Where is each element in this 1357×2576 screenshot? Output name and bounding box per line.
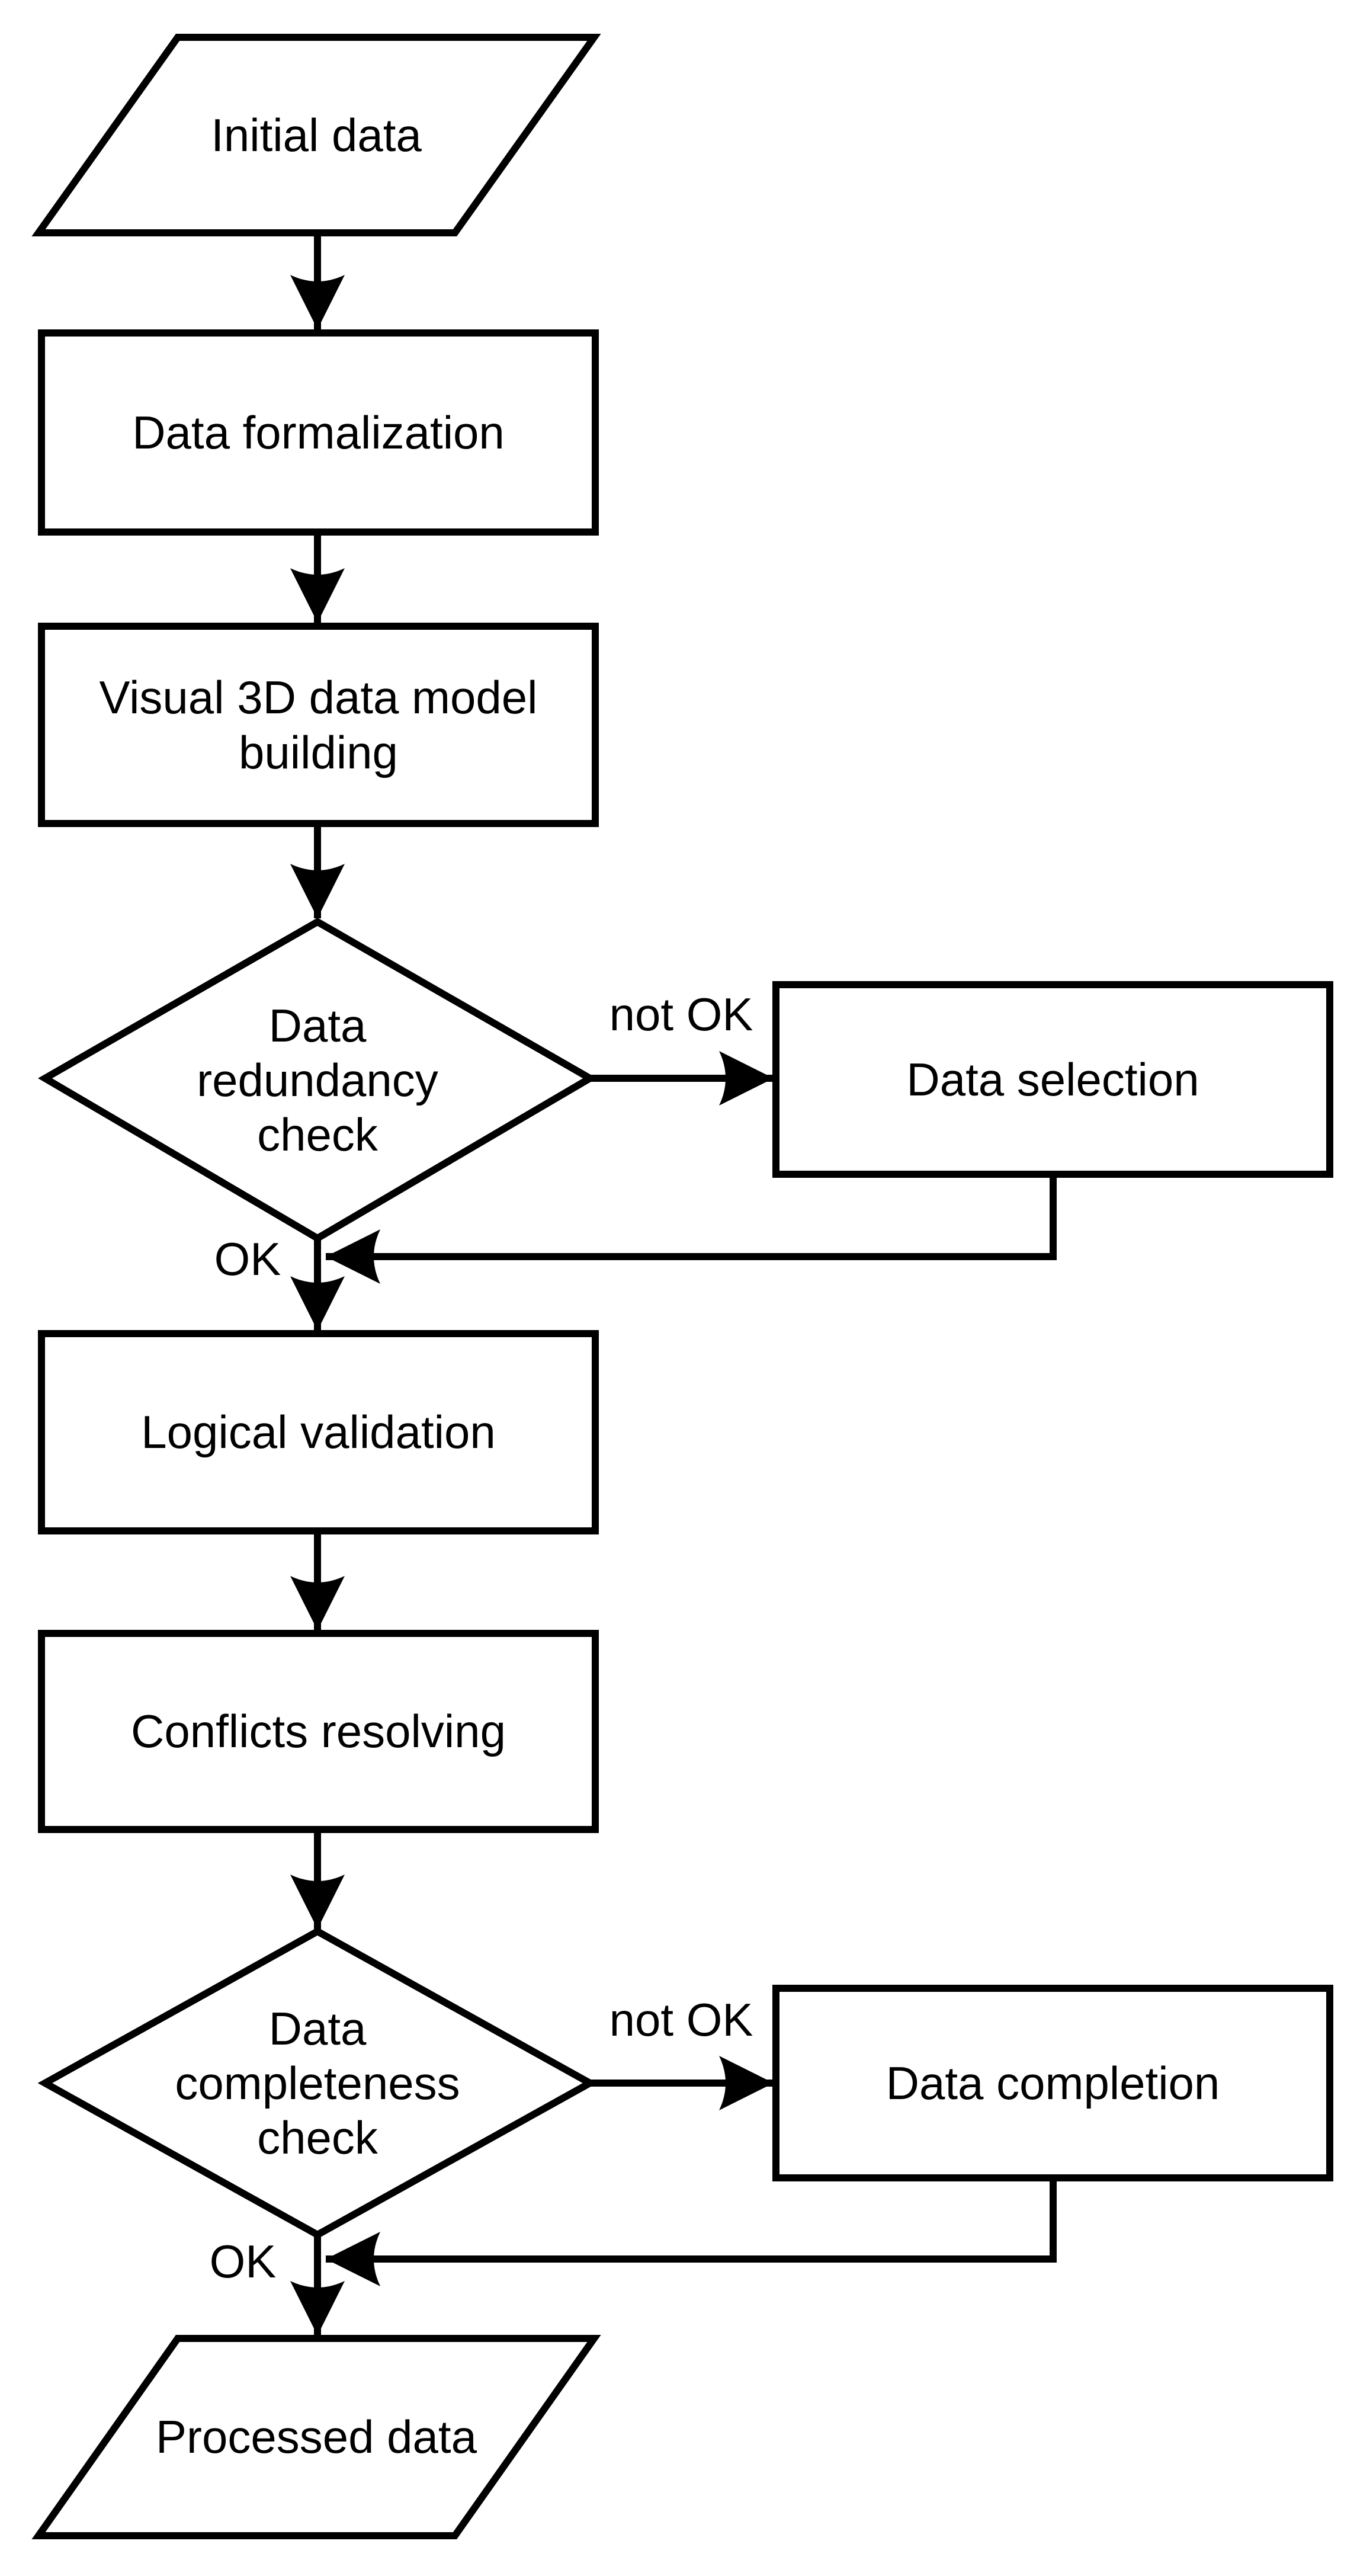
data-redundancy-check-shape xyxy=(38,918,597,1242)
data-selection-shape xyxy=(772,981,1333,1178)
initial-data-shape xyxy=(31,34,601,236)
visual-3d-model-building-shape xyxy=(38,623,599,827)
feedback-selection-to-ok-junction xyxy=(326,1172,1057,1284)
logical-validation-shape xyxy=(38,1330,599,1534)
processed-data-shape xyxy=(31,2335,601,2539)
conflicts-resolving-shape xyxy=(38,1630,599,1833)
data-completeness-check-shape xyxy=(37,1927,598,2239)
data-formalization-shape xyxy=(38,329,599,536)
data-completion-shape xyxy=(772,1985,1333,2181)
feedback-completion-to-ok-junction xyxy=(326,2175,1057,2286)
